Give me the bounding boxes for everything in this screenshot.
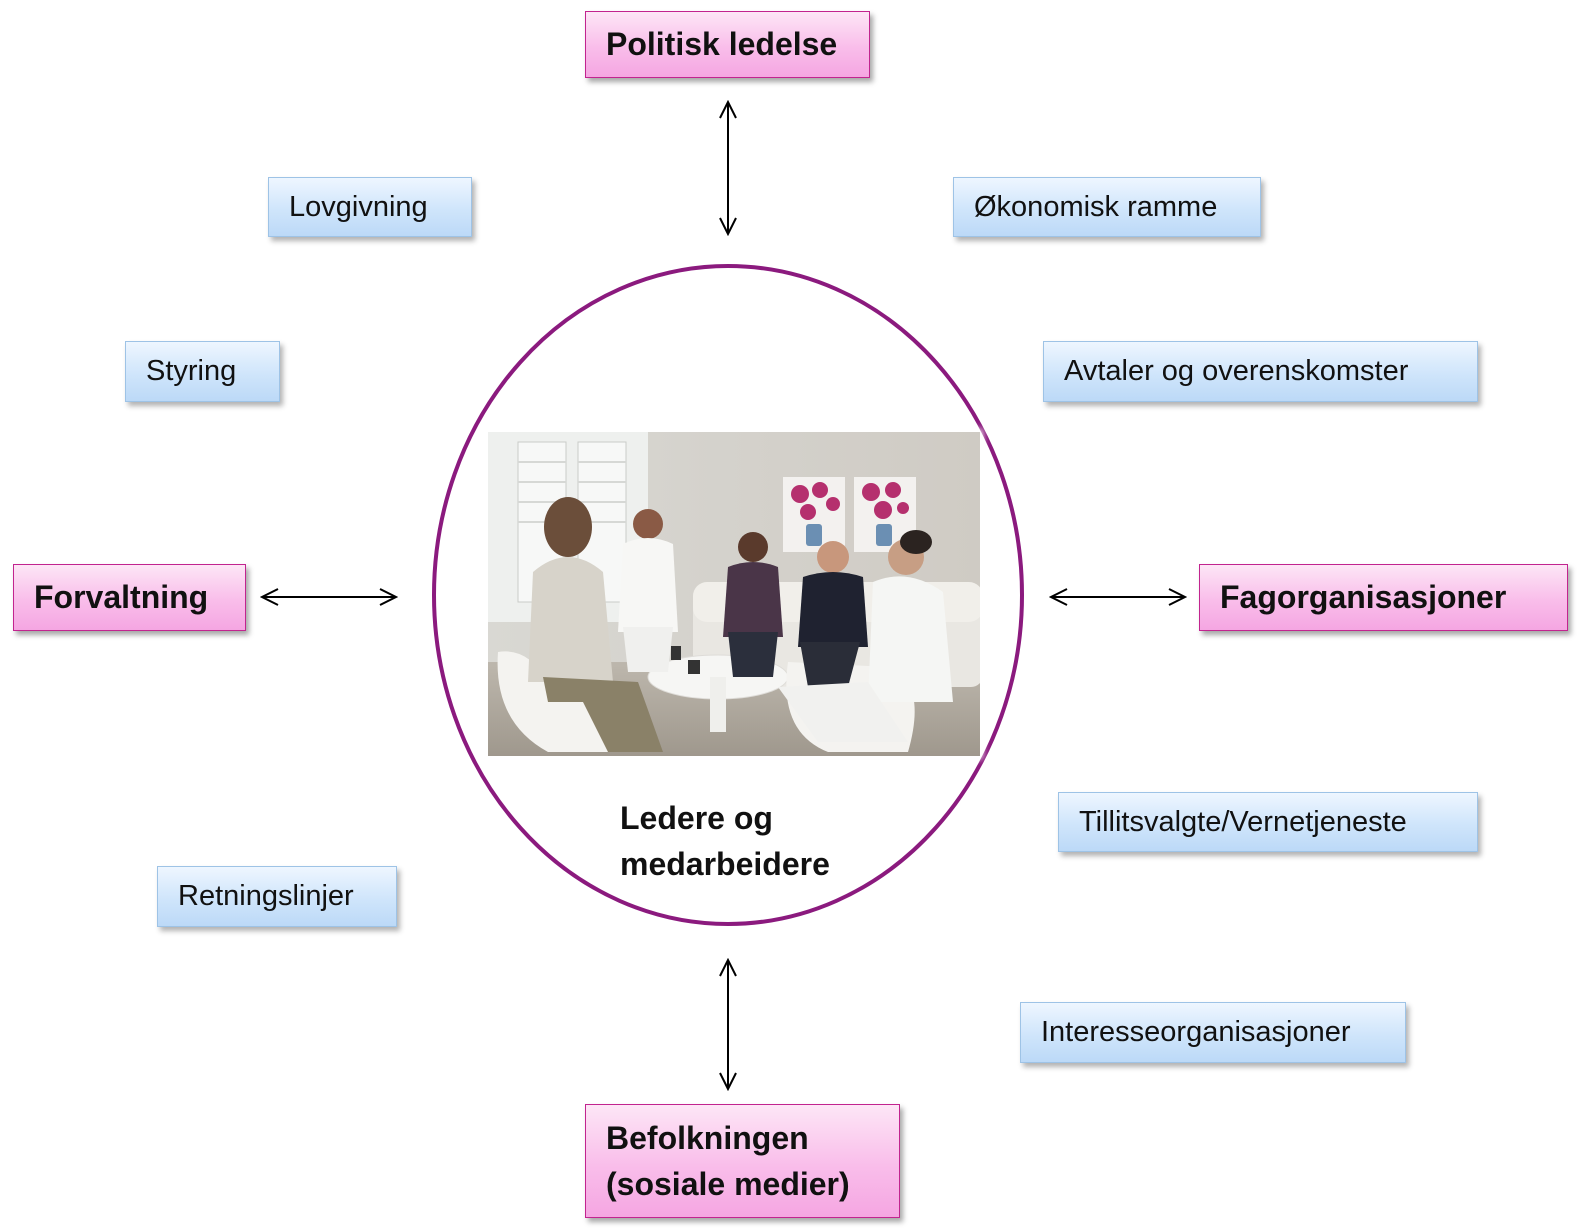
node-politisk-ledelse-label: Politisk ledelse [606,26,838,62]
node-forvaltning: Forvaltning [13,564,246,631]
node-befolkningen-label-line1: Befolkningen [606,1120,809,1156]
node-interesseorganisasjoner-label: Interesseorganisasjoner [1041,1016,1351,1048]
node-forvaltning-label: Forvaltning [34,579,209,615]
meeting-photo [488,432,980,756]
node-befolkningen-label-line2: (sosiale medier) [606,1166,850,1202]
node-okonomisk-ramme-label: Økonomisk ramme [974,190,1218,223]
center-ellipse [432,264,1024,926]
node-okonomisk-ramme: Økonomisk ramme [953,177,1261,237]
node-befolkningen: Befolkningen (sosiale medier) [585,1104,900,1218]
center-label: Ledere og medarbeidere [620,795,830,887]
node-styring-label: Styring [146,355,237,387]
node-fagorganisasjoner-label: Fagorganisasjoner [1220,579,1507,615]
center-label-line2: medarbeidere [620,846,830,882]
node-retningslinjer: Retningslinjer [157,866,397,927]
node-avtaler: Avtaler og overenskomster [1043,341,1478,402]
node-tillitsvalgte-label: Tillitsvalgte/Vernetjeneste [1079,805,1407,838]
node-lovgivning: Lovgivning [268,177,472,237]
node-avtaler-label: Avtaler og overenskomster [1064,355,1409,387]
node-tillitsvalgte: Tillitsvalgte/Vernetjeneste [1058,792,1478,852]
node-lovgivning-label: Lovgivning [289,190,428,223]
node-styring: Styring [125,341,280,402]
node-interesseorganisasjoner: Interesseorganisasjoner [1020,1002,1406,1063]
center-label-line1: Ledere og [620,800,773,836]
node-retningslinjer-label: Retningslinjer [178,880,354,912]
meeting-photo-illustration [488,432,980,756]
node-politisk-ledelse: Politisk ledelse [585,11,870,78]
node-fagorganisasjoner: Fagorganisasjoner [1199,564,1568,631]
